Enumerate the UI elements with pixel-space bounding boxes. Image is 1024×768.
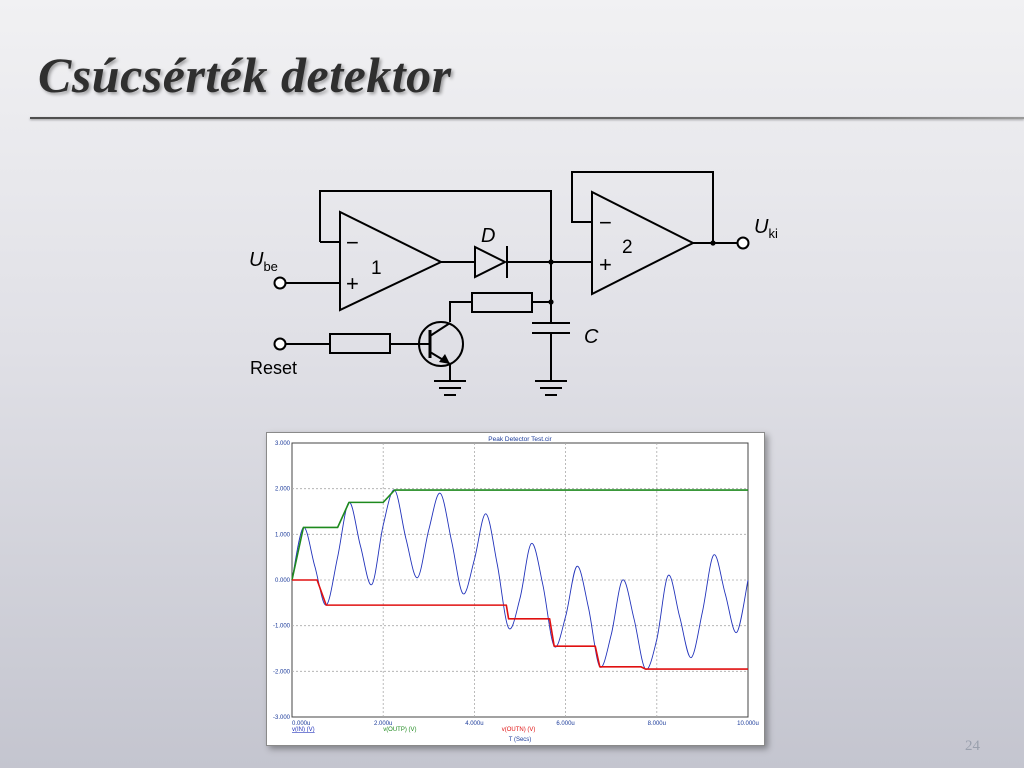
transistor-collector-lead <box>429 322 451 337</box>
opamp-2-plus-sign: + <box>599 252 612 277</box>
legend-entry: v(IN) (V) <box>292 727 315 733</box>
slide-title: Csúcsérték detektor <box>38 47 452 103</box>
opamp-1-number: 1 <box>371 258 382 279</box>
page-number: 24 <box>965 738 980 754</box>
y-tick-label: -2.000 <box>273 669 291 675</box>
transistor-body <box>418 321 464 367</box>
opamp-1-plus-sign: + <box>346 271 359 296</box>
transistor-emitter-arrow <box>439 354 450 364</box>
output-terminal <box>736 236 750 250</box>
legend-entry: v(OUTP) (V) <box>383 727 416 733</box>
y-tick-label: 3.000 <box>275 441 291 447</box>
y-tick-label: -1.000 <box>273 624 291 630</box>
reset-terminal <box>273 337 287 351</box>
y-tick-label: -3.000 <box>273 715 291 721</box>
input-label: Ube <box>249 249 278 274</box>
collector-wire <box>449 301 472 322</box>
diode-symbol <box>474 245 508 279</box>
opamp-1-minus-sign: − <box>346 230 359 255</box>
x-axis-label: T (Secs) <box>509 737 532 743</box>
output-label: Uki <box>754 216 778 241</box>
series-line-3 <box>292 579 748 670</box>
peak-detector-schematic: − + 1 − + 2 D C Reset Ube Uki <box>249 171 778 396</box>
x-tick-label: 0.000u <box>292 721 310 727</box>
diode-label: D <box>481 225 495 247</box>
output-junction-dot <box>710 240 716 246</box>
y-tick-label: 0.000 <box>275 578 291 584</box>
y-tick-label: 2.000 <box>275 487 291 493</box>
series-line-2 <box>291 489 748 581</box>
y-tick-label: 1.000 <box>275 532 291 538</box>
legend-entry: v(OUTN) (V) <box>502 727 536 733</box>
x-tick-label: 6.000u <box>556 721 574 727</box>
base-resistor <box>329 333 391 354</box>
simulation-plot-svg: 3.000 2.000 1.000 0.000 -1.000 -2.000 -3.0000.… <box>273 436 759 743</box>
capacitor-ground-symbol <box>535 380 567 396</box>
transistor-ground-symbol <box>434 380 466 396</box>
x-tick-label: 10.000u <box>737 721 759 727</box>
series-line-1 <box>291 489 749 670</box>
opamp-2-symbol <box>591 190 696 296</box>
opamp-2-number: 2 <box>622 237 633 258</box>
plot-title: Peak Detector Test.cir <box>488 436 552 443</box>
title-divider <box>30 117 1024 119</box>
reset-label: Reset <box>250 358 297 378</box>
input-terminal <box>273 276 287 290</box>
x-tick-label: 8.000u <box>648 721 666 727</box>
discharge-resistor <box>471 292 533 313</box>
opamp-2-feedback-wire <box>571 171 714 243</box>
opamp-1-feedback-wire <box>319 190 552 262</box>
x-tick-label: 4.000u <box>465 721 483 727</box>
opamp-2-minus-sign: − <box>599 210 612 235</box>
opamp-1-symbol <box>339 210 444 312</box>
x-tick-label: 2.000u <box>374 721 392 727</box>
capacitor-label: C <box>584 326 599 348</box>
